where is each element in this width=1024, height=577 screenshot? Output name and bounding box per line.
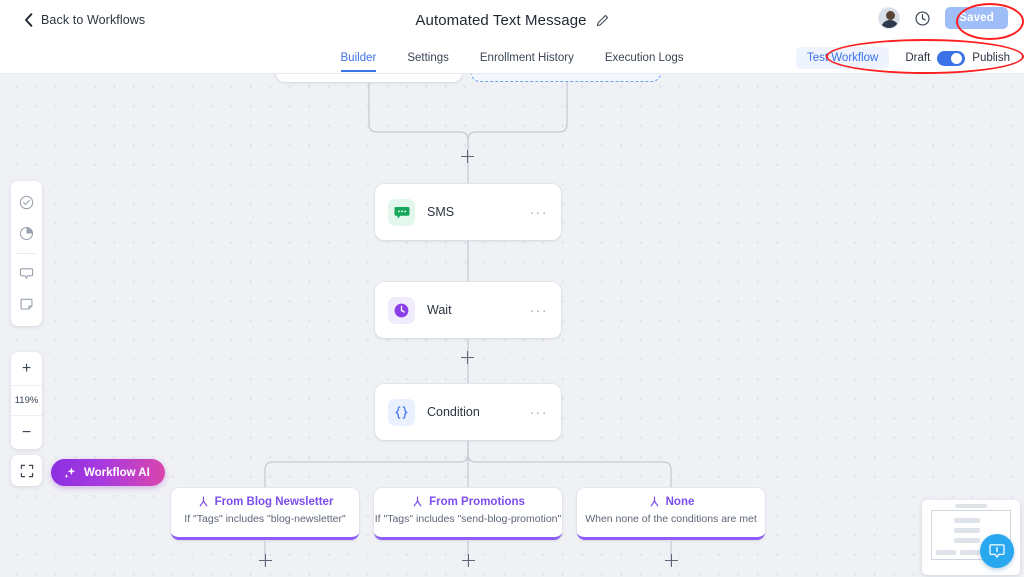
support-chat-icon [989,544,1005,558]
note-icon-button[interactable] [11,289,42,320]
add-node-button-branch-2[interactable] [462,554,475,567]
check-circle-icon-button[interactable] [11,187,42,218]
sparkle-icon [64,466,76,478]
add-node-button-above-sms[interactable] [461,150,474,163]
pencil-icon[interactable] [596,14,609,27]
check-circle-icon [19,195,34,210]
support-chat-button[interactable] [980,534,1014,568]
branch-card-none[interactable]: None When none of the conditions are met [577,488,765,540]
header-actions: Saved [878,7,1008,29]
pie-chart-icon [19,226,34,241]
branch-title: From Blog Newsletter [214,495,334,508]
tab-settings[interactable]: Settings [407,52,449,64]
avatar-head [885,11,895,20]
app-header: Back to Workflows Automated Text Message… [0,0,1024,44]
braces-icon-wrapper [388,398,415,426]
clock-icon-wrapper [388,296,415,324]
back-to-workflows-label: Back to Workflows [41,13,146,27]
nav-tabs: Builder Settings Enrollment History Exec… [0,44,1024,74]
tab-enrollment-history[interactable]: Enrollment History [479,52,574,64]
tab-builder[interactable]: Builder [340,52,376,72]
zoom-out-button[interactable]: − [21,423,32,441]
add-node-button-branch-3[interactable] [665,554,678,567]
nav-actions: Test Workflow Draft Publish [796,47,1010,69]
note-icon [20,298,33,310]
workflow-title-group: Automated Text Message [0,12,1024,29]
minimap-node [936,550,956,555]
saved-button[interactable]: Saved [945,7,1008,29]
page-title: Automated Text Message [415,12,587,29]
branch-title: None [665,495,695,508]
workflow-ai-label: Workflow AI [84,466,150,479]
node-wait-menu[interactable]: ··· [529,302,548,318]
zoom-controls: + 119% − [11,352,42,449]
branch-card-from-promotions[interactable]: From Promotions If "Tags" includes "send… [374,488,562,540]
workflow-canvas[interactable]: SMS ··· Wait ··· Conditio [0,74,1024,577]
minimap-node [954,538,980,543]
node-sms-label: SMS [427,205,455,219]
clock-history-icon[interactable] [914,10,931,27]
upstream-node-solid[interactable] [276,74,462,82]
add-node-button-branch-1[interactable] [259,554,272,567]
branch-description: If "Tags" includes "send-blog-promotion" [374,513,562,525]
node-condition-menu[interactable]: ··· [529,404,548,420]
draft-label: Draft [905,52,931,64]
clock-icon [394,303,409,317]
minimap-node [954,528,980,533]
branch-card-from-blog-newsletter[interactable]: From Blog Newsletter If "Tags" includes … [171,488,359,540]
sms-chat-icon-wrapper [388,198,415,226]
draft-publish-toggle-group: Draft Publish [905,50,1010,66]
zoom-in-button[interactable]: + [21,359,32,377]
branch-title: From Promotions [429,495,525,508]
node-condition-label: Condition [427,405,480,419]
node-wait-label: Wait [427,303,452,317]
minimap-viewport-frame [931,510,1011,560]
braces-icon [395,405,408,419]
minimap-node [955,504,987,508]
workflow-ai-button[interactable]: Workflow AI [51,459,165,486]
test-workflow-button[interactable]: Test Workflow [796,47,890,69]
branch-header: None [577,495,765,508]
comment-icon [19,268,34,279]
branch-description: When none of the conditions are met [585,513,757,525]
toggle-knob [951,52,963,64]
branch-description: If "Tags" includes "blog-newsletter" [184,513,346,525]
branch-icon [413,496,422,507]
back-to-workflows-button[interactable]: Back to Workflows [24,13,145,27]
comment-icon-button[interactable] [11,258,42,289]
upstream-node-placeholder[interactable] [471,74,661,82]
publish-toggle[interactable] [937,50,966,66]
workflow-nav-bar: Builder Settings Enrollment History Exec… [0,44,1024,74]
branch-icon [199,496,207,507]
chevron-left-icon [25,13,33,27]
add-node-button-below-wait[interactable] [461,351,474,364]
canvas-left-toolbar [11,181,42,326]
tab-execution-logs[interactable]: Execution Logs [604,52,684,64]
fit-screen-button[interactable] [11,455,42,486]
branch-icon [650,496,658,507]
zoom-level-label[interactable]: 119% [11,385,42,416]
node-sms[interactable]: SMS ··· [375,184,561,240]
branch-header: From Promotions [374,495,562,508]
minimap-node [960,550,980,555]
node-condition[interactable]: Condition ··· [375,384,561,440]
branch-header: From Blog Newsletter [171,495,359,508]
workflow-edges [264,82,672,566]
toolbar-divider [17,253,36,254]
sms-chat-icon [394,207,409,219]
minimap-node [954,518,980,523]
node-wait[interactable]: Wait ··· [375,282,561,338]
pie-chart-icon-button[interactable] [11,218,42,249]
avatar-body [881,20,900,28]
avatar[interactable] [878,7,901,29]
node-sms-menu[interactable]: ··· [529,204,548,220]
publish-label: Publish [972,52,1010,64]
fit-screen-icon [20,464,33,477]
